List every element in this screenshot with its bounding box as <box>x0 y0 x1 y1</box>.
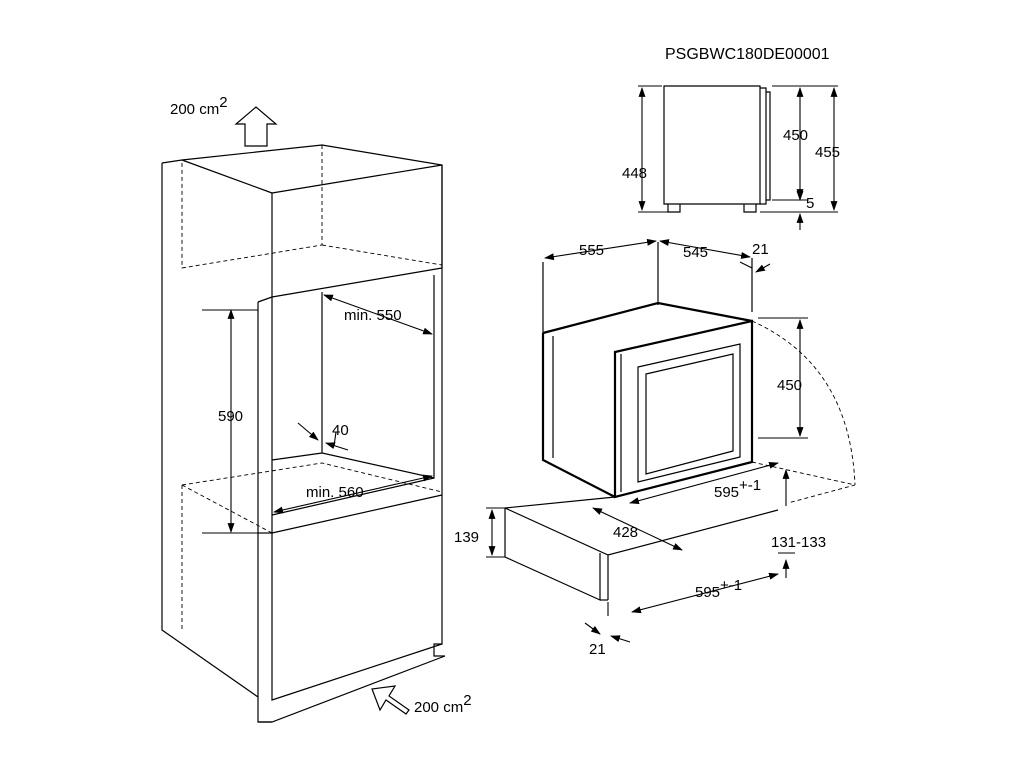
appliance-depth-total-label: 555 <box>579 242 604 259</box>
built-in-cabinet <box>161 144 446 723</box>
appliance-width-label: 595+-1 <box>714 477 761 501</box>
vent-diagonal-arrow-icon <box>371 685 410 715</box>
appliance-opening-width-label: 428 <box>613 524 638 541</box>
drawer-height-label: 139 <box>454 529 479 546</box>
warming-drawer <box>486 496 795 643</box>
vent-top-label: 200 cm2 <box>170 94 228 118</box>
cabinet-height-label: 590 <box>218 408 243 425</box>
appliance-depth-body-label: 545 <box>683 244 708 261</box>
cabinet-dimension-lines <box>202 294 433 534</box>
side-front-height-label: 450 <box>783 127 808 144</box>
vent-bottom-label: 200 cm2 <box>414 692 472 716</box>
vent-up-arrow-icon <box>234 106 278 147</box>
appliance <box>541 238 856 551</box>
cabinet-gap-label: 40 <box>332 422 349 439</box>
side-view <box>638 85 838 230</box>
drawer-recess-label: 131-133 <box>771 534 826 551</box>
appliance-height-label: 450 <box>777 377 802 394</box>
appliance-front-thickness-label: 21 <box>752 241 769 258</box>
drawer-width-label: 595+-1 <box>695 577 742 601</box>
side-total-height-label: 455 <box>815 144 840 161</box>
side-foot-label: 5 <box>806 195 814 212</box>
model-code: PSGBWC180DE00001 <box>665 46 830 63</box>
cabinet-min-depth-label: min. 550 <box>344 307 402 324</box>
drawer-front-thickness-label: 21 <box>589 641 606 658</box>
side-body-height-label: 448 <box>622 165 647 182</box>
cabinet-min-width-label: min. 560 <box>306 484 364 501</box>
